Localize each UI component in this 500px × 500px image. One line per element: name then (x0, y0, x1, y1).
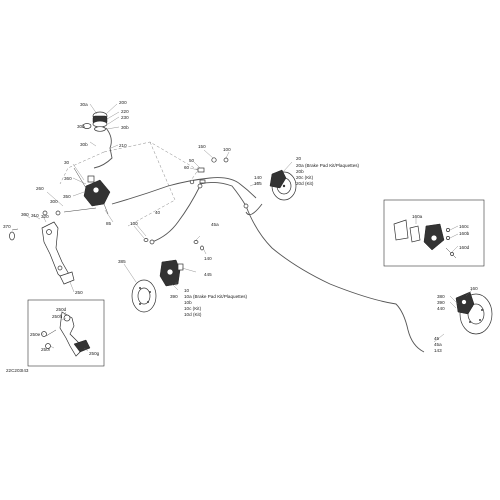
label-30a: 30a (80, 102, 88, 107)
bolt-370 (9, 231, 15, 241)
label-250h: 250h (52, 314, 63, 319)
pedal-pivot-rod (63, 207, 97, 213)
label-320: 320 (41, 214, 49, 219)
label-260: 260 (36, 186, 44, 191)
label-310: 310 (31, 213, 39, 218)
label-10d: 10d (Kit) (184, 312, 202, 317)
diagram-code: 22C203I43 (6, 368, 29, 373)
label-10c: 10c (Kit) (184, 306, 202, 311)
label-380: 380 (437, 294, 445, 299)
label-10a: 10a (Brake Pad Kit/Plaquettes) (184, 294, 248, 299)
label-250e: 250e (30, 332, 41, 337)
label-140: 140 (254, 175, 262, 180)
dashed-frame-left (59, 151, 105, 185)
label-160a: 160a (412, 214, 423, 219)
label-160b: 160b (459, 231, 470, 236)
washer-300 (55, 210, 61, 216)
bolts-130-140 (143, 238, 204, 251)
inset-pedal-box (27, 299, 105, 367)
label-370: 370 (3, 224, 11, 229)
label-390-rear: 390 (437, 300, 445, 305)
dashed-frame-top (103, 141, 199, 183)
washer-310 (42, 210, 48, 216)
label-230: 230 (121, 115, 129, 120)
label-20a: 20a (Brake Pad Kit/Plaquettes) (296, 163, 360, 168)
label-150: 150 (198, 144, 206, 149)
inset-pedal (41, 311, 91, 357)
label-300-top: 300 (50, 199, 58, 204)
label-10: 10 (184, 288, 190, 293)
label-160c: 160c (459, 224, 470, 229)
label-30: 30 (64, 160, 70, 165)
label-210: 210 (119, 143, 127, 148)
label-390: 390 (170, 294, 178, 299)
label-20b: 20b (296, 169, 304, 174)
brake-lines (111, 177, 425, 353)
label-445: 445 (204, 272, 212, 277)
label-100: 100 (223, 147, 231, 152)
label-250d: 250d (56, 307, 67, 312)
label-85: 85 (106, 221, 112, 226)
front-brake-disc-385 (131, 279, 157, 313)
label-60: 60 (184, 165, 190, 170)
label-50: 50 (189, 158, 195, 163)
caliper-160 (455, 291, 475, 315)
brake-fluid-reservoir (82, 111, 113, 169)
label-30b-right: 30b (121, 125, 129, 130)
label-250i: 250i (41, 347, 50, 352)
label-143: 143 (434, 348, 442, 353)
label-20c: 20c (Kit) (296, 175, 314, 180)
label-40: 40 (155, 210, 161, 215)
label-45: 45 (434, 336, 440, 341)
label-155: 155 (254, 181, 262, 186)
fittings-140-155 (189, 157, 229, 185)
label-440: 440 (437, 306, 445, 311)
rear-brake-disc-380 (459, 293, 493, 335)
dashed-frame-right (127, 141, 176, 227)
caliper-10 (159, 259, 184, 287)
brake-pedal (41, 221, 75, 285)
label-160: 160 (470, 286, 478, 291)
label-300: 300 (21, 212, 29, 217)
inset-brake-pads (393, 219, 457, 259)
label-360: 360 (64, 176, 72, 181)
master-cylinder (73, 167, 111, 215)
caliper-20 (269, 169, 297, 201)
label-130: 130 (130, 221, 138, 226)
inset-pad-box (383, 199, 485, 267)
label-200: 200 (119, 100, 127, 105)
label-45a-rear: 45a (434, 342, 442, 347)
label-350: 350 (63, 194, 71, 199)
label-220: 220 (121, 109, 129, 114)
label-140-lower: 140 (204, 256, 212, 261)
label-385: 385 (118, 259, 126, 264)
label-30b-mid: 30b (80, 142, 88, 147)
label-20d: 20d (Kit) (296, 181, 314, 186)
label-10b: 10b (184, 300, 192, 305)
label-250: 250 (75, 290, 83, 295)
label-250g: 250g (89, 351, 100, 356)
label-30b-left: 30b (77, 124, 85, 129)
label-20: 20 (296, 156, 302, 161)
label-160d: 160d (459, 245, 470, 250)
label-45a: 45a (211, 222, 219, 227)
